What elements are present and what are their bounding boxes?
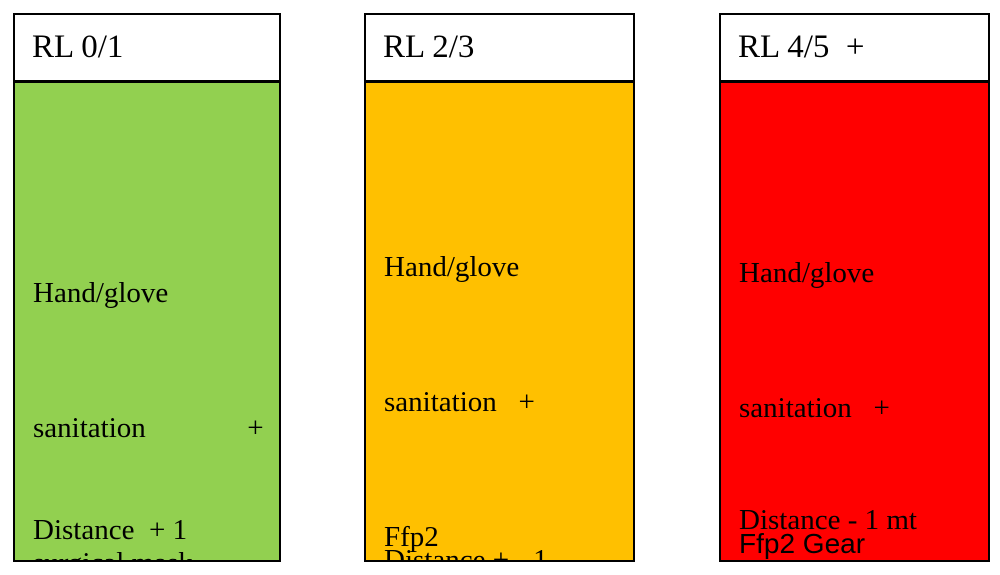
ppe-line: surgical mask bbox=[33, 541, 271, 560]
ppe-line: sanitation + bbox=[33, 412, 264, 444]
panel-rl-0-1-title: RL 0/1 bbox=[32, 29, 124, 65]
panel-rl-2-3: RL 2/3 Hand/glove sanitation + Ffp2 Dist… bbox=[364, 13, 635, 563]
ppe-line: Ffp2 Gear bbox=[739, 528, 866, 559]
panel-rl-2-3-title: RL 2/3 bbox=[383, 29, 475, 65]
distance-text-block: Distance + - 1 mt bbox=[384, 448, 625, 562]
ppe-text-block: Hand/glove sanitation + Ffp2 bbox=[384, 155, 625, 560]
ppe-text-block: Hand/glove sanitation + surgical mask bbox=[33, 181, 271, 560]
ppe-line: sanitation + bbox=[739, 392, 890, 424]
panel-rl-2-3-header: RL 2/3 bbox=[364, 13, 635, 82]
distance-text-block: Distance - 1 mt bbox=[739, 408, 980, 560]
distance-line: Distance + 1 bbox=[33, 514, 188, 546]
panel-rl-0-1-header: RL 0/1 bbox=[13, 13, 281, 82]
ppe-line: Hand/glove bbox=[33, 277, 169, 309]
ppe-line: Ffp2 bbox=[384, 521, 439, 553]
panel-rl-4-5-body: Hand/glove sanitation + Ffp2 Gear Distan… bbox=[719, 81, 990, 562]
panel-rl-4-5-title: RL 4/5 + bbox=[738, 29, 865, 65]
panel-rl-4-5-header: RL 4/5 + bbox=[719, 13, 990, 82]
distance-line: Distance - 1 mt bbox=[739, 504, 917, 536]
panel-rl-0-1-body: Hand/glove sanitation + surgical mask Di… bbox=[13, 81, 281, 562]
panel-rl-2-3-body: Hand/glove sanitation + Ffp2 Distance + … bbox=[364, 81, 635, 562]
distance-line: Distance + - 1 bbox=[384, 544, 548, 562]
ppe-line: sanitation + bbox=[384, 386, 535, 418]
panel-rl-0-1: RL 0/1 Hand/glove sanitation + surgical … bbox=[13, 13, 281, 563]
distance-text-block: Distance + 1 mt bbox=[33, 418, 271, 560]
ppe-text-block: Hand/glove sanitation + Ffp2 Gear bbox=[739, 161, 980, 560]
ppe-line: Hand/glove bbox=[739, 257, 875, 289]
ppe-line: Hand/glove bbox=[384, 251, 520, 283]
panel-rl-4-5: RL 4/5 + Hand/glove sanitation + Ffp2 Ge… bbox=[719, 13, 990, 563]
